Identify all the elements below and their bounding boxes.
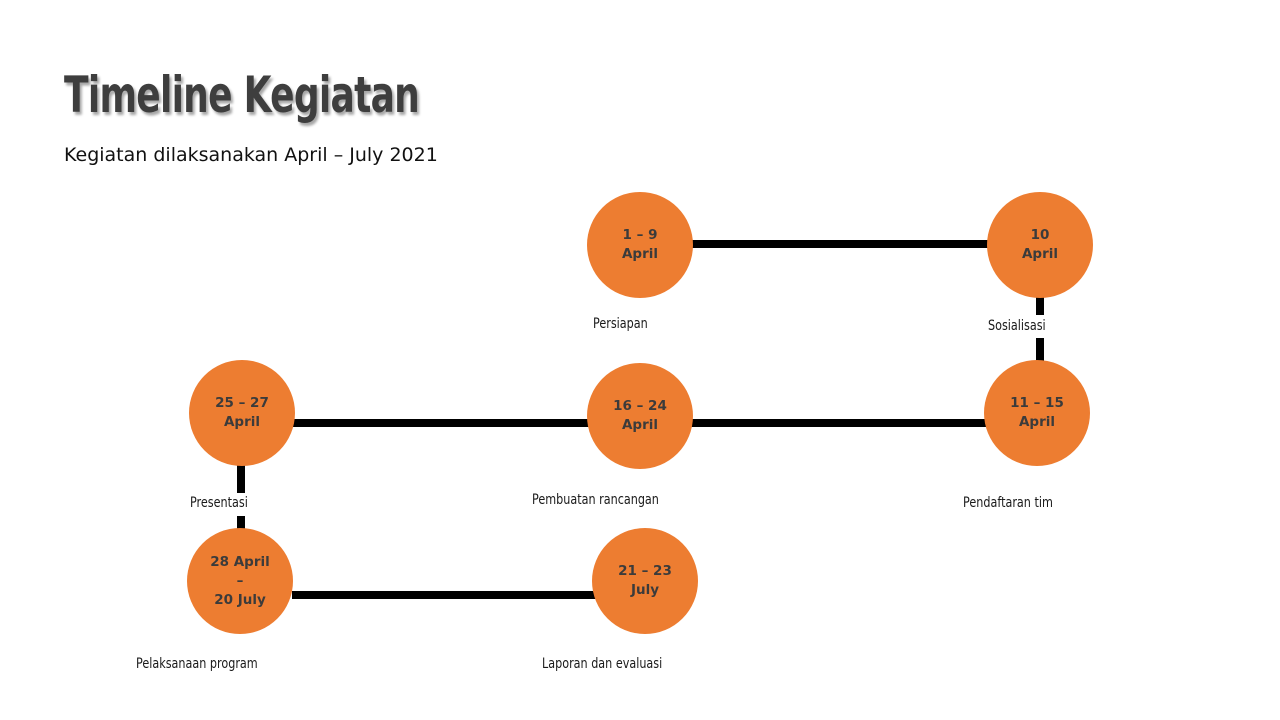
- milestone-label-persiapan: Persiapan: [593, 316, 648, 332]
- slide-subtitle: Kegiatan dilaksanakan April – July 2021: [64, 144, 438, 166]
- milestone-label-sosialisasi: Sosialisasi: [988, 318, 1046, 334]
- milestone-date-line1: 25 – 27: [215, 395, 269, 411]
- milestone-laporan-evaluasi: 21 – 23 July: [592, 528, 698, 634]
- milestone-sosialisasi: 10 April: [987, 192, 1093, 298]
- connector-presentasi-pelaksanaan: [237, 463, 245, 493]
- milestone-date-line1: 28 April: [210, 553, 270, 570]
- milestone-pembuatan-rancangan: 16 – 24 April: [587, 363, 693, 469]
- milestone-date-line2: April: [621, 246, 659, 262]
- milestone-presentasi: 25 – 27 April: [189, 360, 295, 466]
- milestone-pelaksanaan-program: 28 April – 20 July: [187, 528, 293, 634]
- connector-pendaftaran-rancangan: [690, 419, 988, 427]
- milestone-label-pelaksanaan-program: Pelaksanaan program: [136, 656, 258, 672]
- connector-persiapan-sosialisasi: [690, 240, 990, 248]
- milestone-label-pembuatan-rancangan: Pembuatan rancangan: [532, 492, 659, 508]
- milestone-date-line2: April: [1018, 414, 1056, 430]
- connector-sosialisasi-pendaftaran: [1036, 296, 1044, 315]
- milestone-date-line2: July: [630, 582, 660, 598]
- milestone-date-line1: 16 – 24: [613, 398, 667, 414]
- slide-title: Timeline Kegiatan: [64, 66, 420, 124]
- connector-pelaksanaan-laporan: [292, 591, 596, 599]
- milestone-date-line2: April: [223, 414, 261, 430]
- milestone-date-line3: 20 July: [214, 591, 266, 608]
- milestone-date-line1: 10: [1030, 227, 1050, 243]
- connector-sosialisasi-pendaftaran-lower: [1036, 338, 1044, 362]
- milestone-date-line2: April: [621, 417, 659, 433]
- connector-rancangan-presentasi: [292, 419, 590, 427]
- milestone-persiapan: 1 – 9 April: [587, 192, 693, 298]
- milestone-label-presentasi: Presentasi: [190, 495, 248, 511]
- milestone-date-line2: April: [1021, 246, 1059, 262]
- milestone-label-pendaftaran-tim: Pendaftaran tim: [963, 495, 1053, 511]
- milestone-date-line1: 11 – 15: [1010, 395, 1064, 411]
- milestone-date-line1: 21 – 23: [618, 563, 672, 579]
- milestone-date-line2: –: [236, 572, 244, 589]
- milestone-label-laporan-evaluasi: Laporan dan evaluasi: [542, 656, 663, 672]
- milestone-pendaftaran-tim: 11 – 15 April: [984, 360, 1090, 466]
- milestone-date-line1: 1 – 9: [622, 227, 658, 243]
- connector-presentasi-pelaksanaan-lower: [237, 516, 245, 530]
